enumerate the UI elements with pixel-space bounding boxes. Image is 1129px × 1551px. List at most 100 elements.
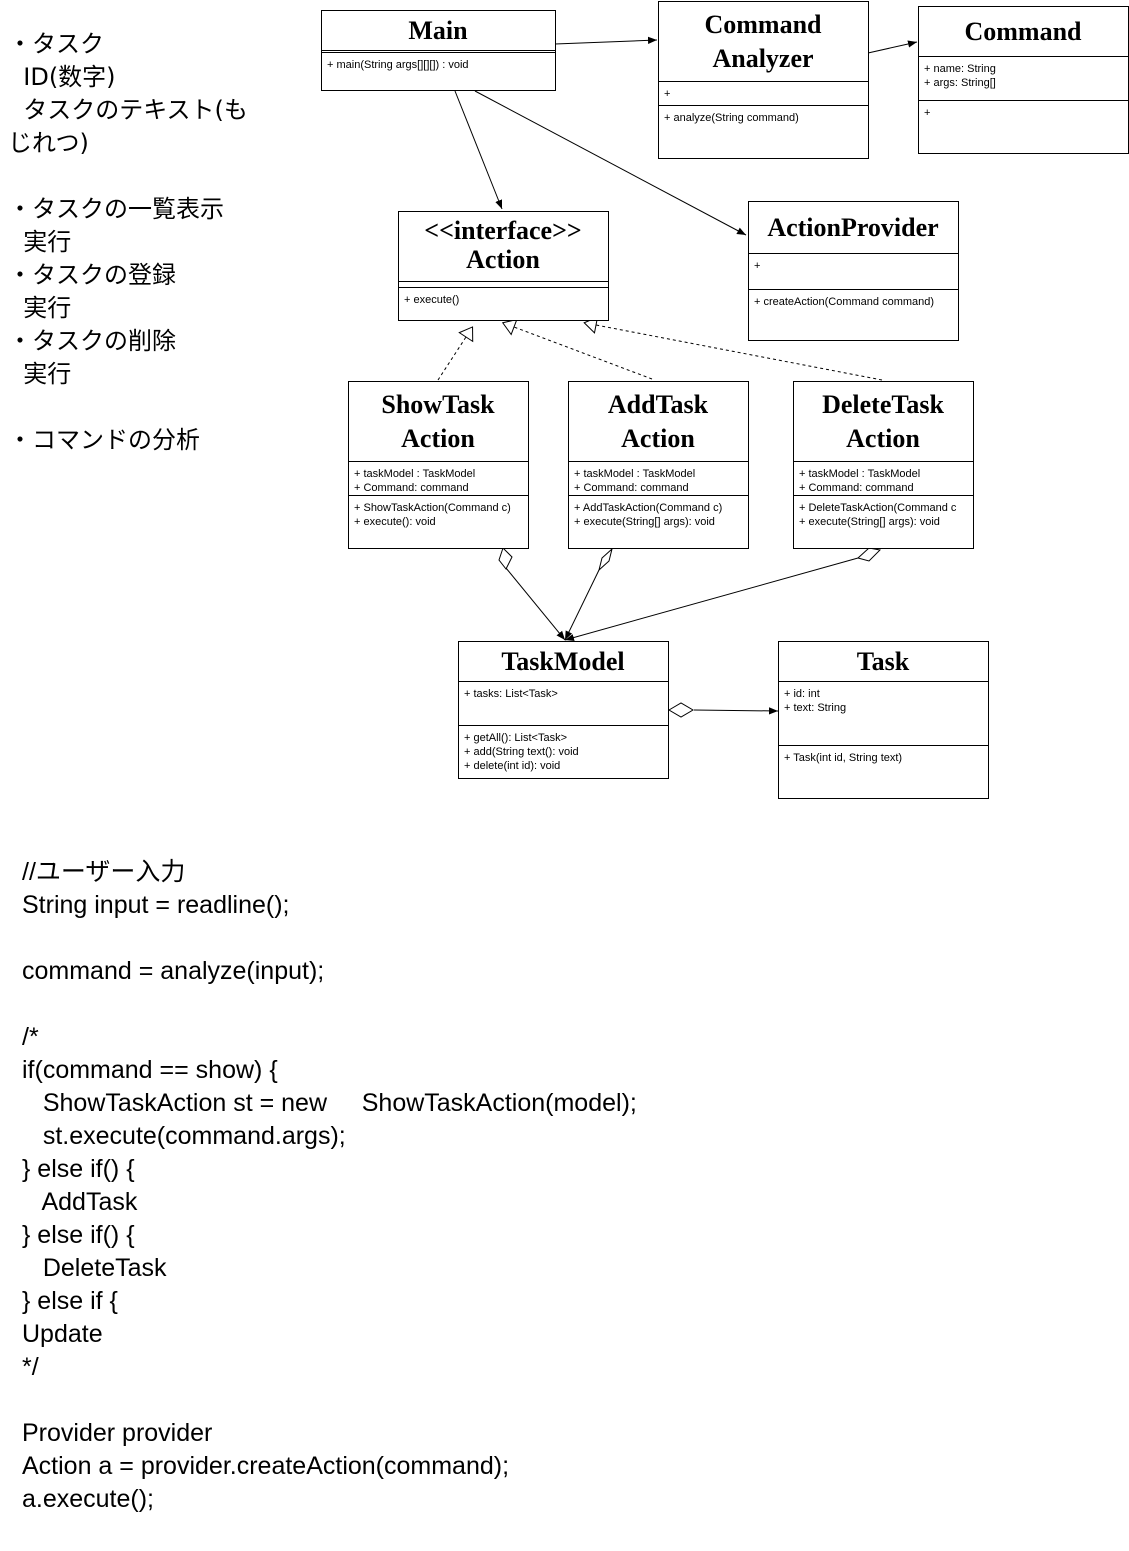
relation-aggregation — [564, 547, 613, 641]
code-line: a.execute(); — [22, 1485, 155, 1513]
realization-triangle — [458, 326, 474, 343]
class-operation: + AddTaskAction(Command c) — [574, 502, 722, 514]
note-line: ・タスクの一覧表示 — [8, 195, 224, 223]
code-line: AddTask — [22, 1188, 138, 1216]
class-attribute: + taskModel : TaskModel — [574, 468, 695, 480]
class-operation: + Task(int id, String text) — [784, 752, 902, 764]
class-attribute: + text: String — [784, 702, 846, 714]
class-action-provider[interactable]: ActionProvider + + createAction(Command co… — [748, 201, 959, 341]
class-attribute: + Command: command — [574, 482, 689, 494]
class-title: Analyzer — [712, 44, 813, 73]
aggregation-diamond — [668, 702, 694, 718]
relation-line — [564, 557, 859, 642]
relation-line — [595, 324, 883, 381]
relation-association — [554, 36, 658, 45]
code-line — [22, 988, 637, 1021]
class-title: Action — [846, 424, 920, 453]
code-line: } else if() { — [22, 1155, 135, 1183]
note-line: ・コマンドの分析 — [8, 426, 200, 454]
relation-line — [693, 707, 779, 715]
class-attribute: + args: String[] — [924, 77, 996, 89]
class-operation: + createAction(Command command) — [754, 296, 934, 308]
class-operation: + delete(int id): void — [464, 760, 560, 772]
class-title: Action — [621, 424, 695, 453]
class-box — [793, 381, 974, 549]
class-task[interactable]: Task+ id: int+ text: String+ Task(int id… — [778, 641, 989, 799]
note-line: ・タスクの登録 — [8, 261, 176, 289]
class-attribute: + id: int — [784, 688, 820, 700]
class-title: ShowTask — [381, 390, 495, 419]
note-line: ・タスク — [8, 30, 104, 58]
code-line: Action a = provider.createAction(command… — [22, 1452, 510, 1480]
class-operation: + analyze(String command) — [664, 112, 799, 124]
class-action[interactable]: <<interface>>Action + execute() — [398, 211, 609, 321]
code-line: DeleteTask — [22, 1254, 167, 1282]
code-line: } else if() { — [22, 1221, 135, 1249]
code-line: //ユーザー入力 — [22, 858, 186, 886]
relation-aggregation — [668, 702, 779, 718]
class-box — [398, 211, 609, 321]
class-delete-task-action[interactable]: DeleteTaskAction+ taskModel : TaskModel+… — [793, 381, 974, 549]
class-main[interactable]: Main + main(String args[][][]) : void — [321, 10, 556, 91]
class-box — [348, 381, 529, 549]
class-attribute: + Command: command — [354, 482, 469, 494]
class-attribute: + — [664, 88, 670, 100]
class-title: TaskModel — [501, 647, 624, 676]
relation-line — [564, 569, 600, 641]
uml-class-diagram: Main + main(String args[][][]) : void Comm… — [321, 1, 1129, 799]
code-line: ShowTaskAction st = new ShowTaskAction(m… — [22, 1089, 637, 1117]
note-line: 実行 — [8, 294, 72, 322]
class-task-model[interactable]: TaskModel+ tasks: List<Task>+ getAll(): … — [458, 641, 669, 779]
relation-association — [474, 90, 747, 236]
class-box — [778, 641, 989, 799]
class-title: ActionProvider — [767, 213, 938, 242]
class-attribute: + name: String — [924, 63, 996, 75]
class-operation: + execute(String[] args): void — [799, 516, 940, 528]
relation-line — [554, 36, 658, 45]
class-title: Action — [466, 245, 540, 274]
relation-line — [454, 90, 503, 210]
class-operation: + execute(String[] args): void — [574, 516, 715, 528]
code-line: command = analyze(input); — [22, 957, 325, 985]
code-line: st.execute(command.args); — [22, 1122, 346, 1150]
code-line: } else if { — [22, 1287, 118, 1315]
relation-realization — [437, 326, 474, 381]
class-title: Command — [964, 17, 1082, 46]
relation-line — [513, 326, 653, 380]
note-line: 実行 — [8, 228, 72, 256]
relation-association — [867, 40, 918, 54]
class-operation: + add(String text(): void — [464, 746, 579, 758]
relation-aggregation — [564, 547, 882, 642]
class-box — [748, 201, 959, 341]
class-operation: + execute() — [404, 294, 459, 306]
relation-realization — [501, 318, 653, 380]
requirements-notes: ・タスク ID(数字) タスクのテキスト(もじれつ)・タスクの一覧表示 実行・タ… — [8, 28, 308, 457]
aggregation-diamond — [498, 547, 513, 570]
class-attribute: + — [754, 260, 760, 272]
class-add-task-action[interactable]: AddTaskAction + taskModel : TaskModel + Co… — [568, 381, 749, 549]
class-operation: + main(String args[][][]) : void — [327, 59, 469, 71]
class-title: Action — [401, 424, 475, 453]
class-title: AddTask — [608, 390, 709, 419]
relation-association — [454, 90, 503, 210]
note-line: 実行 — [8, 360, 72, 388]
class-show-task-action[interactable]: ShowTaskAction+ taskModel : TaskModel+ C… — [348, 381, 529, 549]
class-box — [568, 381, 749, 549]
code-line — [22, 922, 637, 955]
code-line: if(command == show) { — [22, 1056, 278, 1084]
realization-triangle — [501, 318, 518, 336]
code-line — [22, 1384, 637, 1417]
class-title: <<interface>> — [424, 216, 581, 245]
note-line: じれつ) — [8, 129, 89, 157]
class-attribute: + Command: command — [799, 482, 914, 494]
class-box — [458, 641, 669, 779]
relation-aggregation — [498, 547, 566, 641]
class-operation: + DeleteTaskAction(Command c — [799, 502, 957, 514]
class-command[interactable]: Command+ name: String+ args: String[]+ — [918, 6, 1129, 154]
code-line: Provider provider — [22, 1419, 213, 1447]
note-line: タスクのテキスト(も — [8, 96, 248, 124]
class-title: Main — [408, 16, 468, 45]
aggregation-diamond — [856, 547, 882, 562]
